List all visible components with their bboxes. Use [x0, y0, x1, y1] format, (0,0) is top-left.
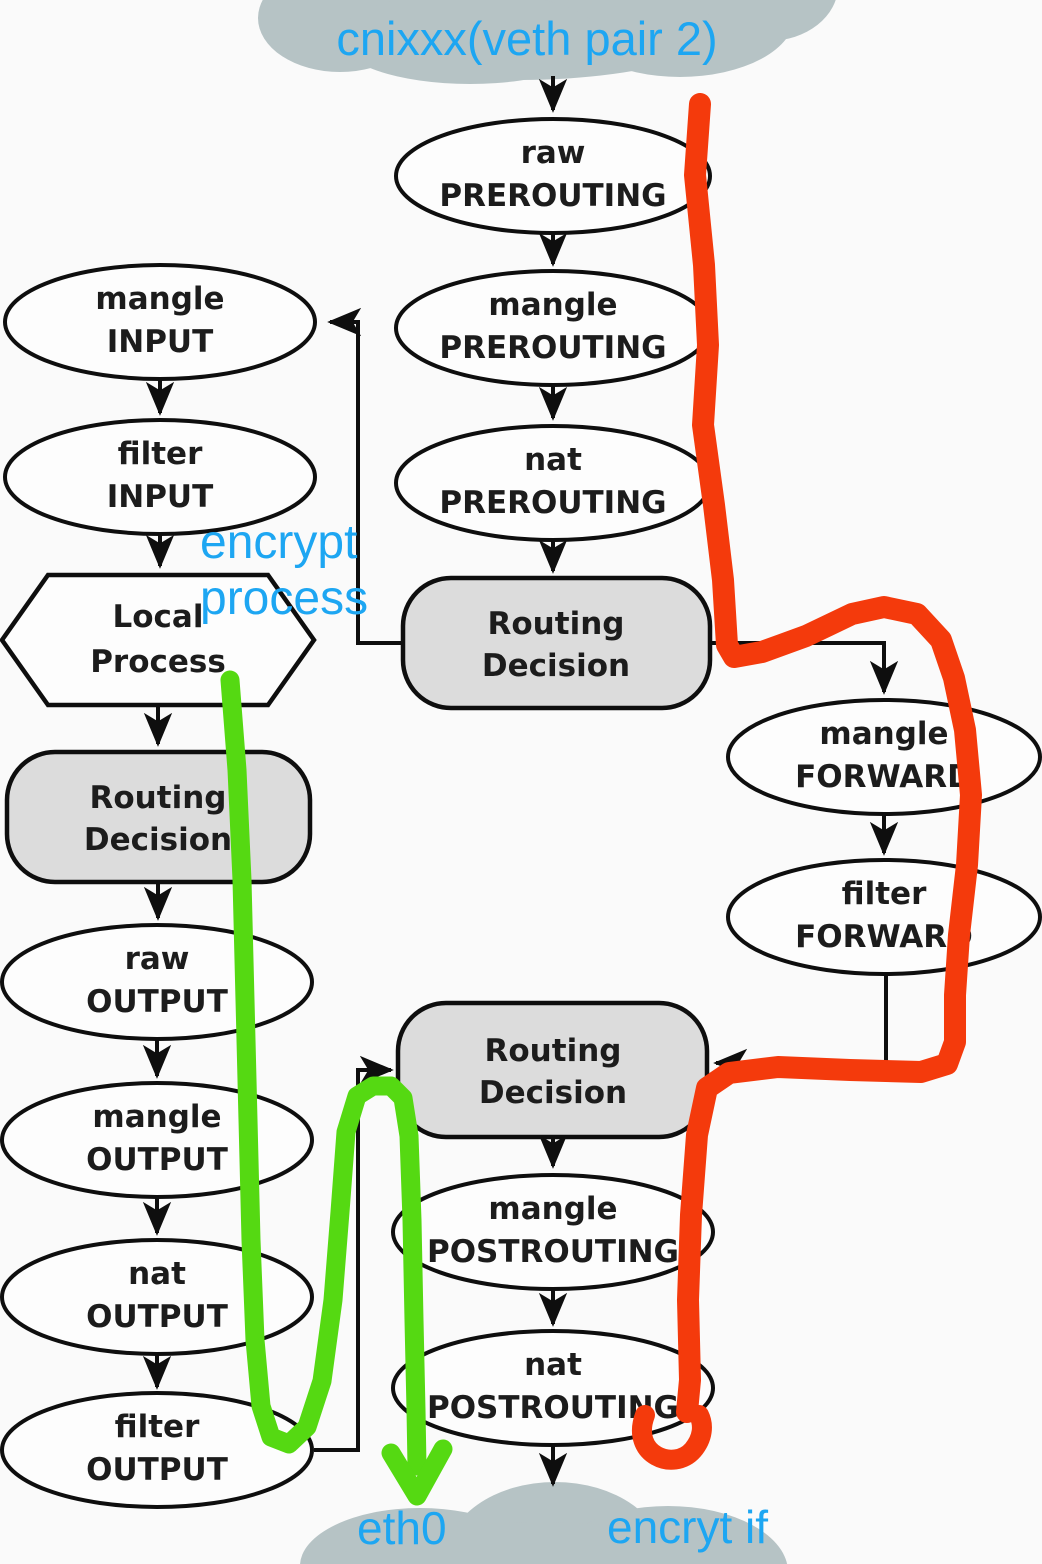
mangle-output-line2: OUTPUT — [86, 1142, 228, 1178]
routing-decision-1-line2: Decision — [482, 648, 630, 684]
node-routing-decision-3: Routing Decision — [395, 1000, 710, 1140]
node-routing-decision-1: Routing Decision — [400, 575, 713, 711]
connector-routing1-to-mangle-input — [327, 307, 403, 645]
red-marker-path — [676, 93, 982, 1423]
annotation-encryt-if: encryt if — [607, 1501, 768, 1553]
node-filter-input: filter INPUT — [3, 418, 317, 536]
top-cloud-label: cnixxx(veth pair 2) — [336, 12, 717, 65]
raw-prerouting-line2: PREROUTING — [439, 178, 666, 214]
node-mangle-forward: mangle FORWARD — [726, 698, 1042, 816]
routing-decision-2-line2: Decision — [84, 822, 232, 858]
red-marker-annotation — [632, 93, 982, 1470]
filter-forward-line2: FORWARD — [795, 919, 973, 955]
nat-output-line1: nat — [128, 1256, 186, 1292]
mangle-forward-line1: mangle — [819, 716, 948, 752]
node-mangle-prerouting: mangle PREROUTING — [394, 269, 712, 387]
local-process-line1: Local — [113, 599, 204, 635]
node-raw-prerouting: raw PREROUTING — [394, 117, 712, 235]
filter-input-line2: INPUT — [107, 479, 214, 515]
raw-output-line2: OUTPUT — [86, 984, 228, 1020]
node-mangle-input: mangle INPUT — [3, 263, 317, 381]
nat-postrouting-line1: nat — [524, 1347, 582, 1383]
annotation-encrypt-line1: encrypt — [200, 516, 357, 569]
green-marker-path — [220, 670, 427, 1476]
node-routing-decision-2: Routing Decision — [4, 749, 313, 885]
raw-output-line1: raw — [125, 941, 190, 977]
node-nat-output: nat OUTPUT — [0, 1238, 314, 1356]
mangle-postrouting-line1: mangle — [488, 1191, 617, 1227]
routing-decision-3-line1: Routing — [485, 1033, 622, 1069]
annotation-encrypt-line2: process — [200, 572, 368, 625]
mangle-prerouting-line1: mangle — [488, 287, 617, 323]
node-local-process: Local Process — [0, 572, 317, 708]
node-raw-output: raw OUTPUT — [0, 923, 314, 1041]
nat-prerouting-line2: PREROUTING — [439, 485, 666, 521]
green-marker-arrowhead — [381, 1439, 453, 1506]
node-nat-prerouting: nat PREROUTING — [394, 424, 712, 542]
bottom-cloud — [300, 1482, 788, 1564]
mangle-forward-line2: FORWARD — [795, 759, 973, 795]
mangle-postrouting-line2: POSTROUTING — [427, 1234, 679, 1270]
local-process-line2: Process — [90, 644, 226, 680]
nat-prerouting-line1: nat — [524, 442, 582, 478]
node-filter-output: filter OUTPUT — [0, 1391, 314, 1509]
filter-forward-line1: filter — [842, 876, 927, 912]
green-marker-annotation — [220, 670, 453, 1506]
annotation-eth0: eth0 — [357, 1502, 447, 1554]
mangle-prerouting-line2: PREROUTING — [439, 330, 666, 366]
raw-prerouting-line1: raw — [521, 135, 586, 171]
nodes: raw PREROUTING mangle PREROUTING nat PRE… — [0, 117, 1042, 1509]
filter-output-line1: filter — [115, 1409, 200, 1445]
node-mangle-output: mangle OUTPUT — [0, 1081, 314, 1199]
routing-decision-2-line1: Routing — [90, 780, 227, 816]
node-filter-forward: filter FORWARD — [726, 858, 1042, 976]
top-cloud — [258, 0, 836, 84]
nat-output-line2: OUTPUT — [86, 1299, 228, 1335]
red-marker-arrowhead — [632, 1405, 712, 1470]
node-mangle-postrouting: mangle POSTROUTING — [391, 1173, 715, 1291]
routing-decision-3-line2: Decision — [479, 1075, 627, 1111]
filter-input-line1: filter — [118, 436, 203, 472]
connector-filter-forward-to-routing3 — [713, 975, 888, 1078]
mangle-output-line1: mangle — [92, 1099, 221, 1135]
mangle-input-line1: mangle — [95, 281, 224, 317]
filter-output-line2: OUTPUT — [86, 1452, 228, 1488]
node-nat-postrouting: nat POSTROUTING — [391, 1329, 715, 1447]
mangle-input-line2: INPUT — [107, 324, 214, 360]
connector-filter-output-to-routing3 — [314, 1055, 394, 1452]
routing-decision-1-line1: Routing — [488, 606, 625, 642]
